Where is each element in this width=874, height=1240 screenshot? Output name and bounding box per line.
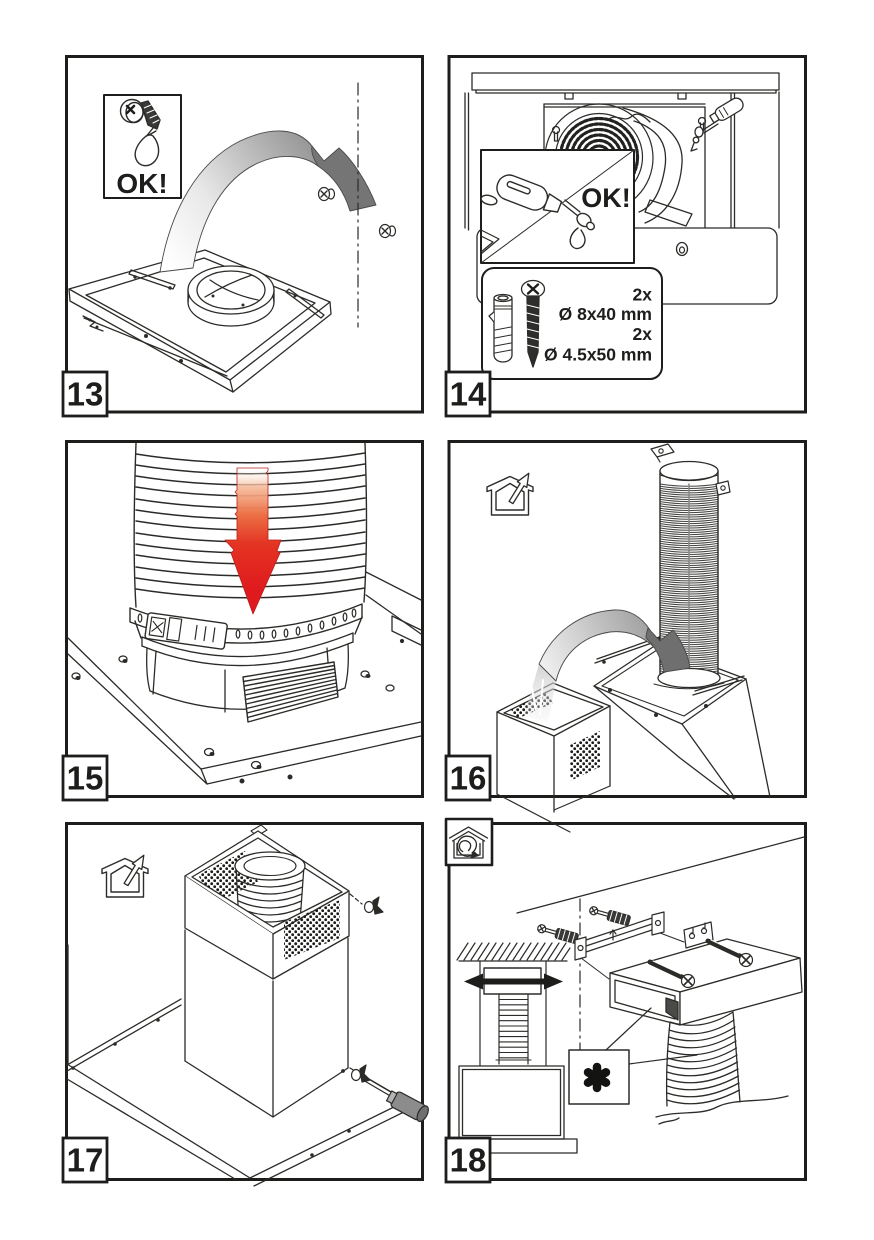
- svg-text:OK!: OK!: [116, 168, 167, 199]
- svg-text:Ø 8x40 mm: Ø 8x40 mm: [559, 304, 652, 324]
- svg-text:15: 15: [67, 760, 104, 797]
- svg-text:Ø 4.5x50 mm: Ø 4.5x50 mm: [544, 345, 652, 365]
- svg-text:2x: 2x: [633, 324, 653, 344]
- svg-text:OK!: OK!: [581, 183, 631, 213]
- svg-text:2x: 2x: [633, 285, 653, 305]
- svg-text:13: 13: [67, 376, 104, 413]
- svg-text:18: 18: [450, 1142, 487, 1179]
- svg-text:16: 16: [450, 760, 487, 797]
- svg-text:14: 14: [450, 376, 487, 413]
- svg-text:17: 17: [67, 1142, 104, 1179]
